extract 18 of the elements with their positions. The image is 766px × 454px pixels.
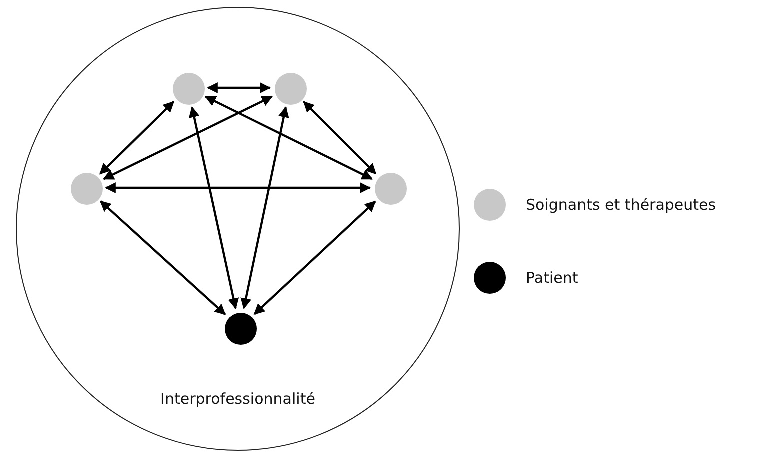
double-arrow	[102, 96, 274, 180]
legend-label: Patient	[526, 269, 578, 287]
double-arrow	[240, 106, 290, 310]
patient-dot	[225, 313, 257, 345]
caregiver-dot	[375, 173, 407, 205]
double-arrow	[104, 182, 372, 194]
caregiver-dot	[71, 173, 103, 205]
double-arrow	[100, 101, 174, 175]
double-arrow	[303, 101, 377, 175]
double-arrow	[204, 96, 374, 180]
double-arrow	[188, 106, 240, 310]
caregiver-dot	[275, 73, 307, 105]
legend-label: Soignants et thérapeutes	[526, 196, 716, 214]
caregiver-dot	[173, 73, 205, 105]
boundary-label: Interprofessionnalité	[160, 390, 316, 408]
double-arrow	[206, 82, 272, 94]
double-arrow	[100, 200, 226, 316]
double-arrow	[254, 200, 376, 316]
